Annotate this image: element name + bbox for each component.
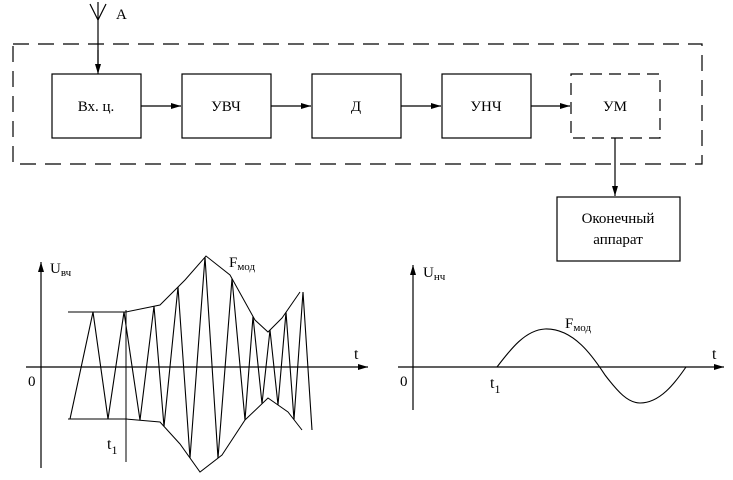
rf-envelope-label: Fмод (229, 255, 255, 273)
rf-amplifier-label: УВЧ (211, 99, 241, 115)
input-circuit-block (51, 73, 142, 139)
terminal-device-label-line2: аппарат (593, 232, 643, 248)
rf-envelope-top (125, 255, 301, 333)
receiver-enclosure (12, 43, 703, 165)
af-envelope-label: Fмод (565, 316, 591, 334)
af-t1-label: t1 (490, 375, 500, 396)
rf-origin-label: 0 (28, 374, 36, 390)
rf-y-axis-label: Uвч (50, 261, 72, 279)
af-y-axis-label: Uнч (423, 265, 446, 283)
terminal-device-label-line1: Оконечный (582, 211, 655, 227)
af-origin-label: 0 (400, 374, 408, 390)
antenna-label: A (116, 7, 127, 23)
detector-block (311, 73, 402, 139)
rf-t1-label: t1 (107, 436, 117, 457)
af-graph: 0 t Uнч Fмод t1 (398, 265, 724, 410)
power-amplifier-label: УМ (603, 99, 627, 115)
rf-graph: 0 t Uвч Fмод t1 (26, 255, 368, 473)
detector-label: Д (351, 99, 361, 115)
terminal-device-block (556, 196, 681, 262)
af-sine-wave (496, 328, 687, 404)
input-circuit-label: Вх. ц. (78, 99, 115, 115)
rf-carrier-wave (69, 257, 313, 459)
af-amplifier-label: УНЧ (470, 99, 501, 115)
af-amplifier-block (441, 73, 532, 139)
rf-envelope-bottom (125, 397, 303, 473)
rf-x-axis-label: t (354, 346, 359, 363)
signal-arrows (141, 103, 618, 196)
af-x-axis-label: t (712, 346, 717, 363)
